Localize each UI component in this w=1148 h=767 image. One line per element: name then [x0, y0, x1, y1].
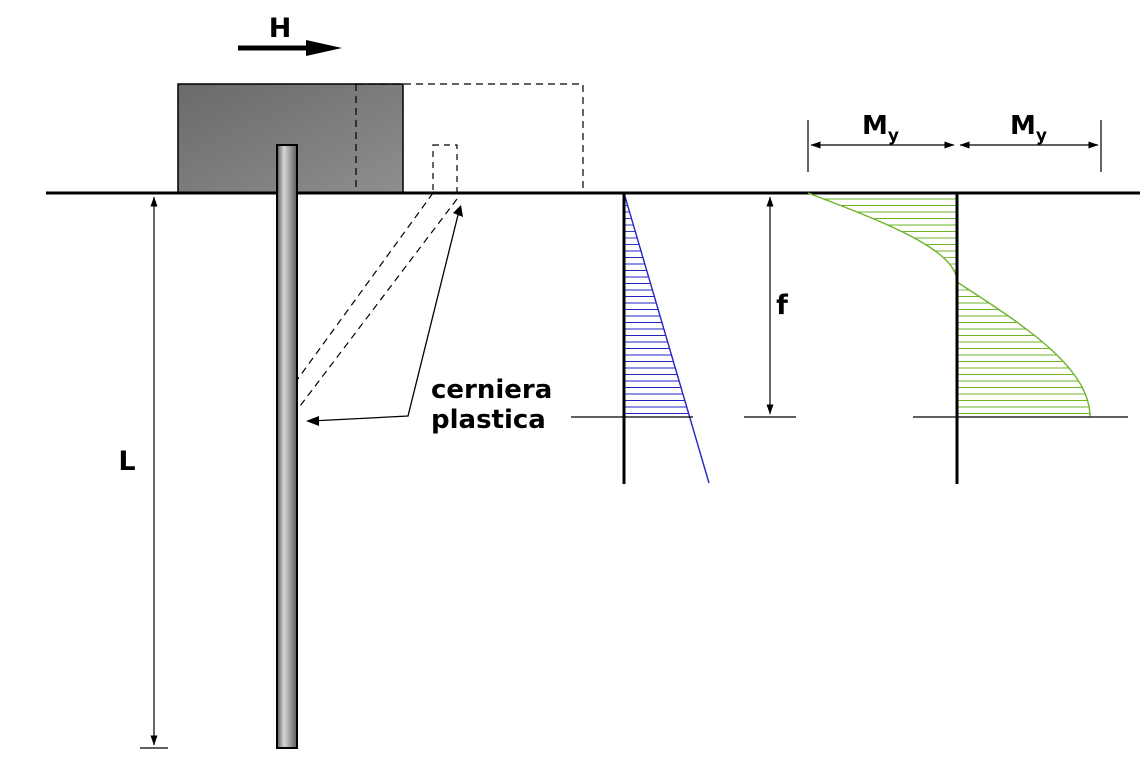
- moment-label-left: My: [862, 111, 899, 146]
- moment-diagram: [807, 192, 1128, 484]
- moment-label-right: My: [1010, 111, 1047, 146]
- length-label: L: [118, 446, 135, 477]
- force-label: H: [269, 13, 292, 44]
- hinge-label-line2: plastica: [431, 405, 546, 435]
- hinge-label-line1: cerniera: [431, 375, 552, 405]
- moment-dimensions: My My: [807, 111, 1102, 172]
- displaced-pile-head: [432, 144, 458, 194]
- displaced-pile-right: [296, 198, 458, 411]
- displaced-pile-left: [296, 192, 434, 381]
- dimension-l: L: [118, 196, 168, 749]
- force-h: H: [238, 13, 342, 56]
- displaced-cap-outline: [356, 83, 584, 193]
- plastic-hinge-annotation: cerniera plastica: [306, 205, 552, 435]
- dimension-f: f: [744, 196, 796, 418]
- shear-diagram: [571, 192, 710, 484]
- depth-label: f: [776, 290, 788, 321]
- moment-diagram-hatching: [823, 198, 1090, 414]
- pile: [276, 144, 298, 749]
- moment-diagram-curve: [807, 192, 1091, 417]
- shear-diagram-line: [623, 192, 710, 484]
